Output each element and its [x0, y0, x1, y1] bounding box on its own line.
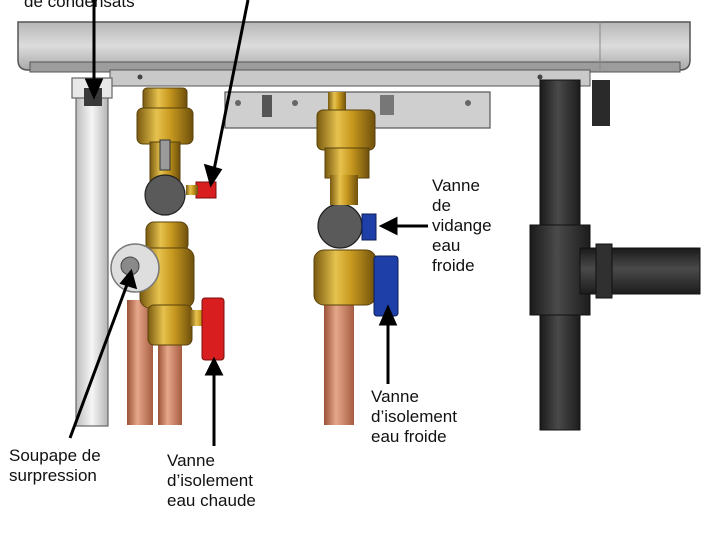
heater-unit-bottom	[17, 21, 691, 87]
cold-water-line	[313, 92, 399, 425]
leader-relief	[68, 281, 130, 439]
condensate-drain-pipe	[71, 77, 113, 427]
hot-water-line	[110, 87, 225, 425]
leader-lines	[68, 0, 428, 446]
leader-hot-drain	[212, 0, 250, 171]
black-vent-pipe	[529, 79, 701, 431]
label-relief-valve: Soupape de surpression	[9, 446, 101, 485]
label-hot-isolation-valve: Vanne d’isolement eau chaude	[167, 451, 256, 510]
label-condensats: de condensats	[24, 0, 135, 11]
label-cold-isolation-valve: Vanne d’isolement eau froide	[371, 387, 457, 446]
label-cold-drain-valve: Vanne de vidange eau froide	[432, 176, 492, 275]
